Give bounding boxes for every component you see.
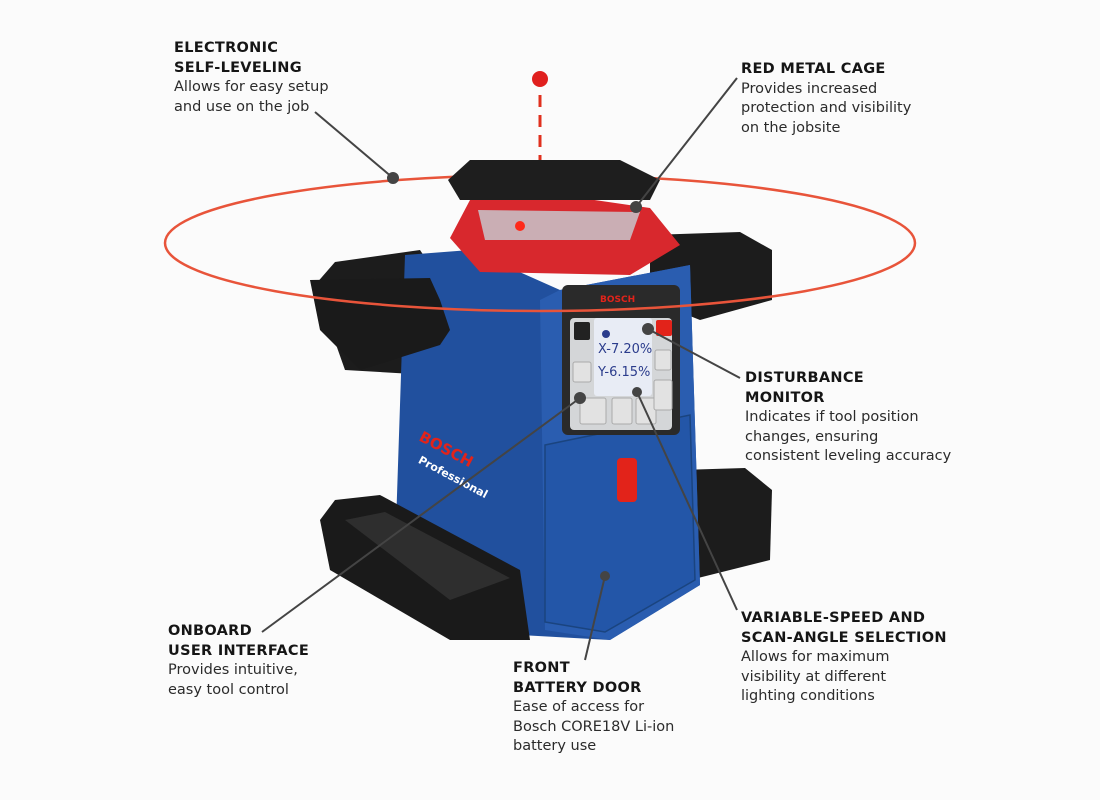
callout-title: RED METAL CAGE	[741, 61, 886, 77]
callout-text: on the jobsite	[741, 119, 841, 136]
callout-title: USER INTERFACE	[168, 642, 310, 659]
callout-text: lighting conditions	[741, 688, 875, 704]
power-button[interactable]	[656, 320, 672, 336]
top-head	[448, 160, 660, 200]
callout-red-metal-cage: RED METAL CAGE Provides increased protec…	[741, 60, 911, 138]
speed-up-button[interactable]	[611, 397, 633, 425]
disturbance-button[interactable]	[654, 349, 672, 371]
axis-button[interactable]	[653, 379, 673, 411]
callout-title: SCAN-ANGLE SELECTION	[741, 629, 947, 646]
callout-title: VARIABLE-SPEED AND	[741, 610, 926, 626]
callout-text: consistent leveling accuracy	[745, 448, 952, 464]
callout-text: Allows for easy setup	[174, 79, 329, 95]
callout-text: battery use	[513, 738, 597, 754]
callout-text: Ease of access for	[513, 699, 645, 715]
callout-text: and use on the job	[174, 98, 310, 115]
callout-text: easy tool control	[168, 681, 289, 698]
callout-variable-speed: VARIABLE-SPEED AND SCAN-ANGLE SELECTION …	[741, 609, 947, 707]
callout-text: protection and visibility	[741, 100, 912, 116]
scan-angle-button[interactable]	[579, 397, 607, 425]
callout-disturbance-monitor: DISTURBANCE MONITOR Indicates if tool po…	[745, 369, 951, 467]
bluetooth-button[interactable]	[574, 322, 590, 340]
callout-text: Allows for maximum	[741, 649, 890, 665]
callout-text: Provides increased	[741, 80, 878, 97]
lcd-y-reading: Y-6.15%	[597, 365, 650, 380]
lcd-status-icon	[602, 330, 610, 338]
callout-title: ELECTRONIC	[174, 40, 279, 56]
callout-title: ONBOARD	[168, 623, 252, 639]
callout-text: visibility at different	[741, 668, 887, 685]
laser-dot-icon	[532, 71, 548, 87]
bumper-right-lower	[680, 468, 772, 580]
lcd-x-reading: X-7.20%	[598, 342, 652, 357]
callout-title: SELF-LEVELING	[174, 59, 302, 76]
callout-battery-door: FRONT BATTERY DOOR Ease of access for Bo…	[513, 659, 674, 757]
battery-door-latch[interactable]	[617, 458, 637, 502]
callout-onboard-ui: ONBOARD USER INTERFACE Provides intuitiv…	[168, 622, 309, 700]
lcd-display	[594, 318, 652, 396]
callout-title: FRONT	[513, 660, 570, 676]
callout-self-leveling: ELECTRONIC SELF-LEVELING Allows for easy…	[174, 39, 329, 117]
callout-title: DISTURBANCE	[745, 370, 864, 386]
leader-lines	[261, 77, 741, 661]
callout-text: Bosch CORE18V Li-ion	[513, 718, 675, 735]
callout-title: BATTERY DOOR	[513, 679, 642, 696]
panel-brand: BOSCH	[600, 295, 635, 305]
callout-text: Provides intuitive,	[168, 662, 298, 678]
rotation-button[interactable]	[572, 361, 592, 383]
laser-ring-front	[163, 242, 917, 313]
callout-title: MONITOR	[745, 389, 825, 406]
callout-text: Indicates if tool position	[745, 409, 919, 425]
laser-window	[478, 210, 640, 240]
callout-text: changes, ensuring	[745, 428, 879, 445]
